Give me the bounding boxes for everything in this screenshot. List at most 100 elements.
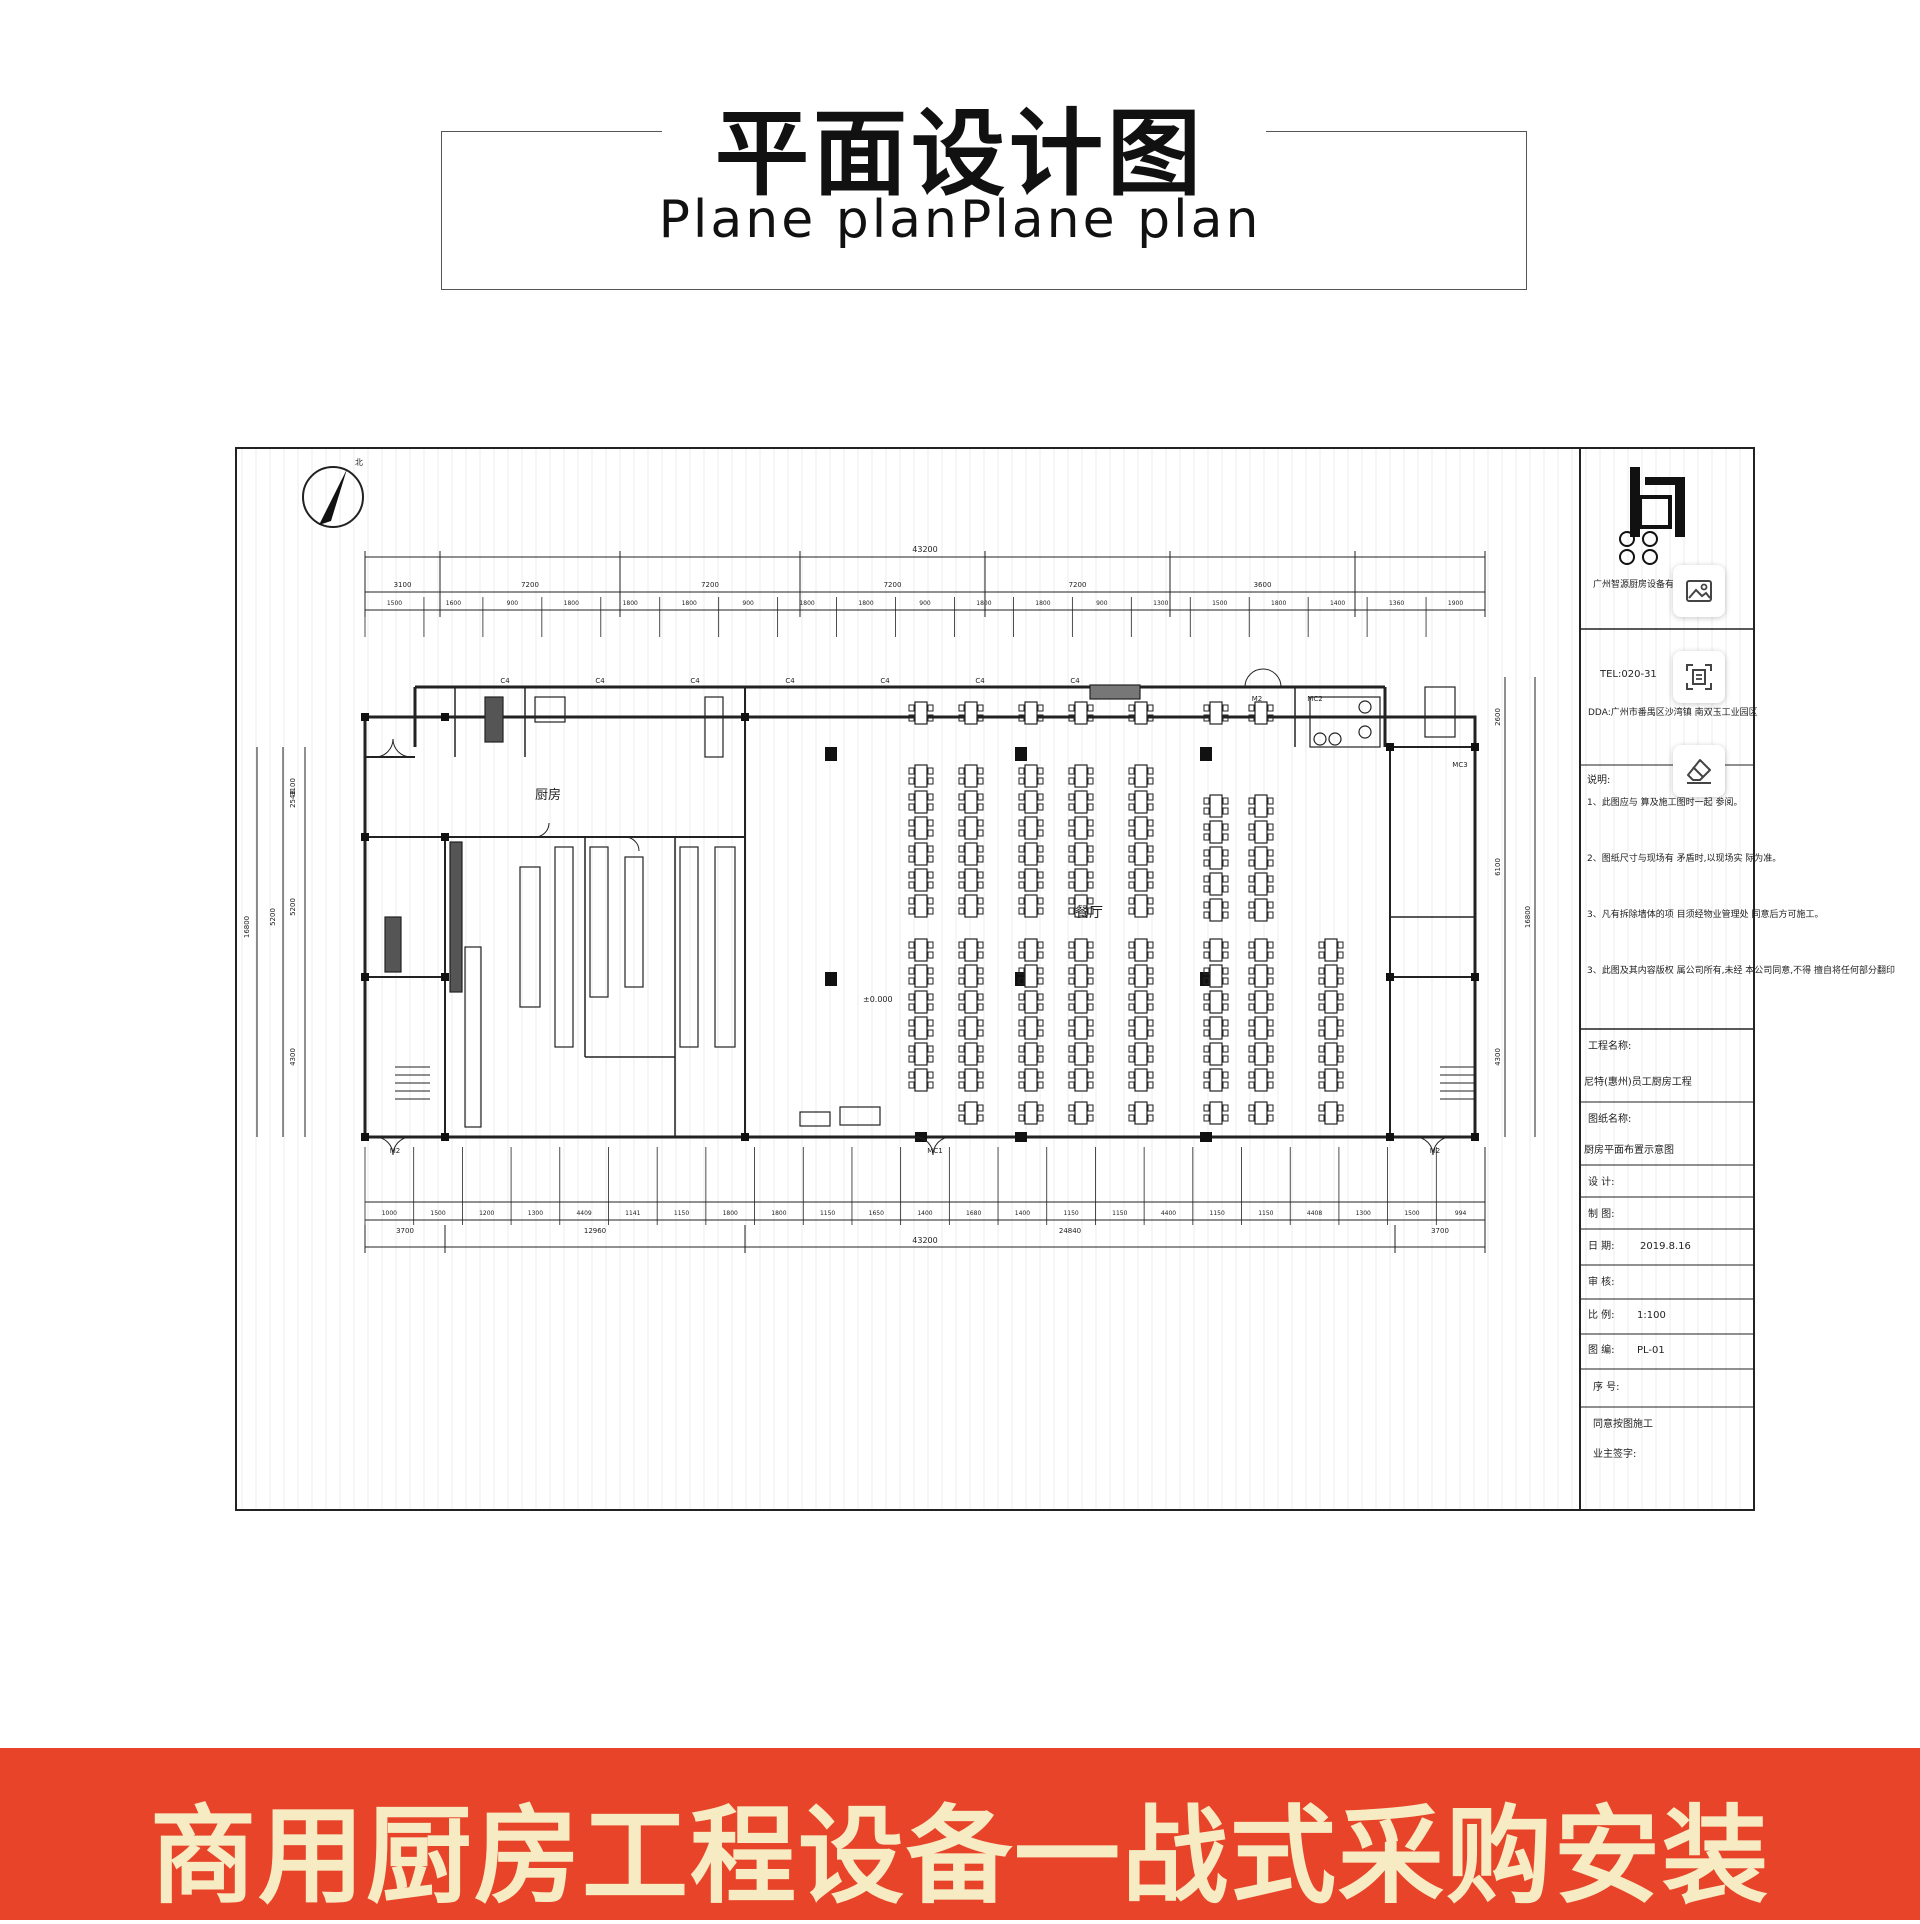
svg-text:图纸名称:: 图纸名称: bbox=[1588, 1112, 1631, 1125]
top-segment-label: 7200 bbox=[701, 581, 719, 589]
left-dimension-lines bbox=[256, 747, 306, 1137]
bottom-sub-label: 1300 bbox=[1356, 1210, 1371, 1217]
right-dimension-label: 2600 bbox=[1494, 708, 1502, 726]
scan-button[interactable] bbox=[1673, 651, 1725, 703]
right-dimension-lines bbox=[1504, 677, 1536, 1137]
note-item: 1、此图应与 算及施工图时一起 参阅。 bbox=[1587, 796, 1742, 808]
svg-text:说明:: 说明: bbox=[1587, 773, 1610, 786]
right-dimension-label: 4300 bbox=[1494, 1048, 1502, 1066]
svg-text:北: 北 bbox=[355, 458, 363, 467]
note-item: 3、此图及其内容版权 属公司所有,未经 本公司同意,不得 擅自将任何部分翻印 bbox=[1587, 964, 1895, 976]
title-block: 广州智源厨房设备有限公司 TEL:020-31 DDA:广州市番禺区沙湾镇 南双… bbox=[1580, 467, 1895, 1460]
bottom-sub-label: 1650 bbox=[869, 1210, 884, 1217]
svg-text:43200: 43200 bbox=[912, 1236, 937, 1245]
bottom-segment-label: 12960 bbox=[584, 1227, 606, 1235]
door-label: M2 bbox=[1252, 695, 1263, 703]
kitchen-label: 厨房 bbox=[535, 787, 561, 803]
bottom-sub-label: 1800 bbox=[771, 1210, 786, 1217]
date-value: 2019.8.16 bbox=[1640, 1241, 1691, 1252]
promo-banner-text: 商用厨房工程设备一战式采购安装 bbox=[150, 1795, 1770, 1918]
bottom-segment-label: 3700 bbox=[396, 1227, 414, 1235]
top-segment-label: 7200 bbox=[521, 581, 539, 589]
top-sub-label: 1800 bbox=[1271, 600, 1286, 607]
bottom-sub-label: 994 bbox=[1455, 1210, 1467, 1217]
top-sub-label: 1800 bbox=[799, 600, 814, 607]
top-sub-label: 1800 bbox=[564, 600, 579, 607]
bottom-sub-label: 1150 bbox=[1063, 1210, 1078, 1217]
stairs bbox=[395, 1066, 1475, 1100]
door-label: C4 bbox=[880, 677, 890, 685]
bottom-segment-label: 3700 bbox=[1431, 1227, 1449, 1235]
restrooms bbox=[1309, 686, 1456, 748]
company-address: DDA:广州市番禺区沙湾镇 南双玉工业园区 bbox=[1588, 706, 1758, 718]
title-mask bbox=[662, 70, 1266, 190]
svg-text:设 计:: 设 计: bbox=[1588, 1175, 1615, 1188]
scale-value: 1:100 bbox=[1637, 1310, 1666, 1321]
door-label: C4 bbox=[975, 677, 985, 685]
door-label: M2 bbox=[390, 1147, 401, 1155]
door-label: C4 bbox=[1070, 677, 1080, 685]
door-label: C4 bbox=[785, 677, 795, 685]
drawing-number: PL-01 bbox=[1637, 1345, 1665, 1356]
svg-text:同意按图施工: 同意按图施工 bbox=[1593, 1417, 1653, 1430]
top-sub-label: 1500 bbox=[387, 600, 402, 607]
bottom-sub-label: 1680 bbox=[966, 1210, 981, 1217]
svg-text:工程名称:: 工程名称: bbox=[1588, 1039, 1631, 1052]
bottom-sub-label: 1150 bbox=[674, 1210, 689, 1217]
image-button[interactable] bbox=[1673, 565, 1725, 617]
bottom-sub-label: 1500 bbox=[430, 1210, 445, 1217]
scan-icon bbox=[1686, 664, 1712, 690]
top-sub-label: 900 bbox=[507, 600, 519, 607]
bottom-sub-label: 4408 bbox=[1307, 1210, 1322, 1217]
bottom-sub-label: 1400 bbox=[917, 1210, 932, 1217]
bottom-sub-label: 1500 bbox=[1404, 1210, 1419, 1217]
bottom-sub-label: 1141 bbox=[625, 1210, 640, 1217]
page-subtitle: Plane planPlane plan bbox=[658, 190, 1262, 250]
bottom-sub-label: 1200 bbox=[479, 1210, 494, 1217]
bottom-sub-label: 4409 bbox=[576, 1210, 591, 1217]
left-dimension-label: 5200 bbox=[289, 898, 297, 916]
notes-list: 1、此图应与 算及施工图时一起 参阅。2、图纸尺寸与现场有 矛盾时,以现场实 际… bbox=[1587, 796, 1895, 976]
svg-text:业主签字:: 业主签字: bbox=[1593, 1447, 1636, 1460]
svg-text:审 核:: 审 核: bbox=[1588, 1275, 1615, 1288]
svg-text:比 例:: 比 例: bbox=[1588, 1308, 1615, 1321]
eraser-button[interactable] bbox=[1673, 745, 1725, 797]
door-label: MC1 bbox=[927, 1147, 942, 1155]
top-sub-label: 1900 bbox=[1448, 600, 1463, 607]
dining-label: 餐厅 bbox=[1075, 905, 1103, 921]
bottom-sub-label: 1150 bbox=[1112, 1210, 1127, 1217]
top-segment-label: 3100 bbox=[394, 581, 412, 589]
top-sub-label: 900 bbox=[919, 600, 931, 607]
svg-text:43200: 43200 bbox=[912, 545, 937, 554]
bottom-sub-label: 1000 bbox=[382, 1210, 397, 1217]
bottom-sub-label: 1400 bbox=[1015, 1210, 1030, 1217]
svg-text:日 期:: 日 期: bbox=[1588, 1240, 1615, 1252]
door-label: C4 bbox=[500, 677, 510, 685]
door-swings bbox=[374, 668, 1452, 1156]
top-sub-label: 1300 bbox=[1153, 600, 1168, 607]
bottom-sub-label: 1300 bbox=[528, 1210, 543, 1217]
sheet-border bbox=[235, 447, 1755, 1511]
left-dimension-label: 4300 bbox=[289, 1048, 297, 1066]
door-label: MC2 bbox=[1307, 695, 1322, 703]
bottom-dimension-lines: 43200 bbox=[364, 1147, 1486, 1253]
top-sub-label: 900 bbox=[742, 600, 754, 607]
top-dimension-lines: 43200 bbox=[364, 545, 1486, 637]
structure-columns bbox=[361, 713, 1479, 1142]
drawing-name: 厨房平面布置示意图 bbox=[1584, 1143, 1674, 1156]
page-title: 平面设计图 bbox=[714, 100, 1205, 209]
promo-banner: 商用厨房工程设备一战式采购安装 bbox=[0, 1748, 1920, 1920]
bottom-segment-labels: 3700 12960 24840 3700 bbox=[396, 1227, 1449, 1235]
bottom-segment-label: 24840 bbox=[1059, 1227, 1081, 1235]
left-dimension-label: 2548 bbox=[289, 790, 297, 808]
top-sub-label: 1800 bbox=[976, 600, 991, 607]
svg-text:TEL:020-31: TEL:020-31 bbox=[1599, 669, 1657, 680]
top-sub-label: 1800 bbox=[682, 600, 697, 607]
door-label: C4 bbox=[690, 677, 700, 685]
